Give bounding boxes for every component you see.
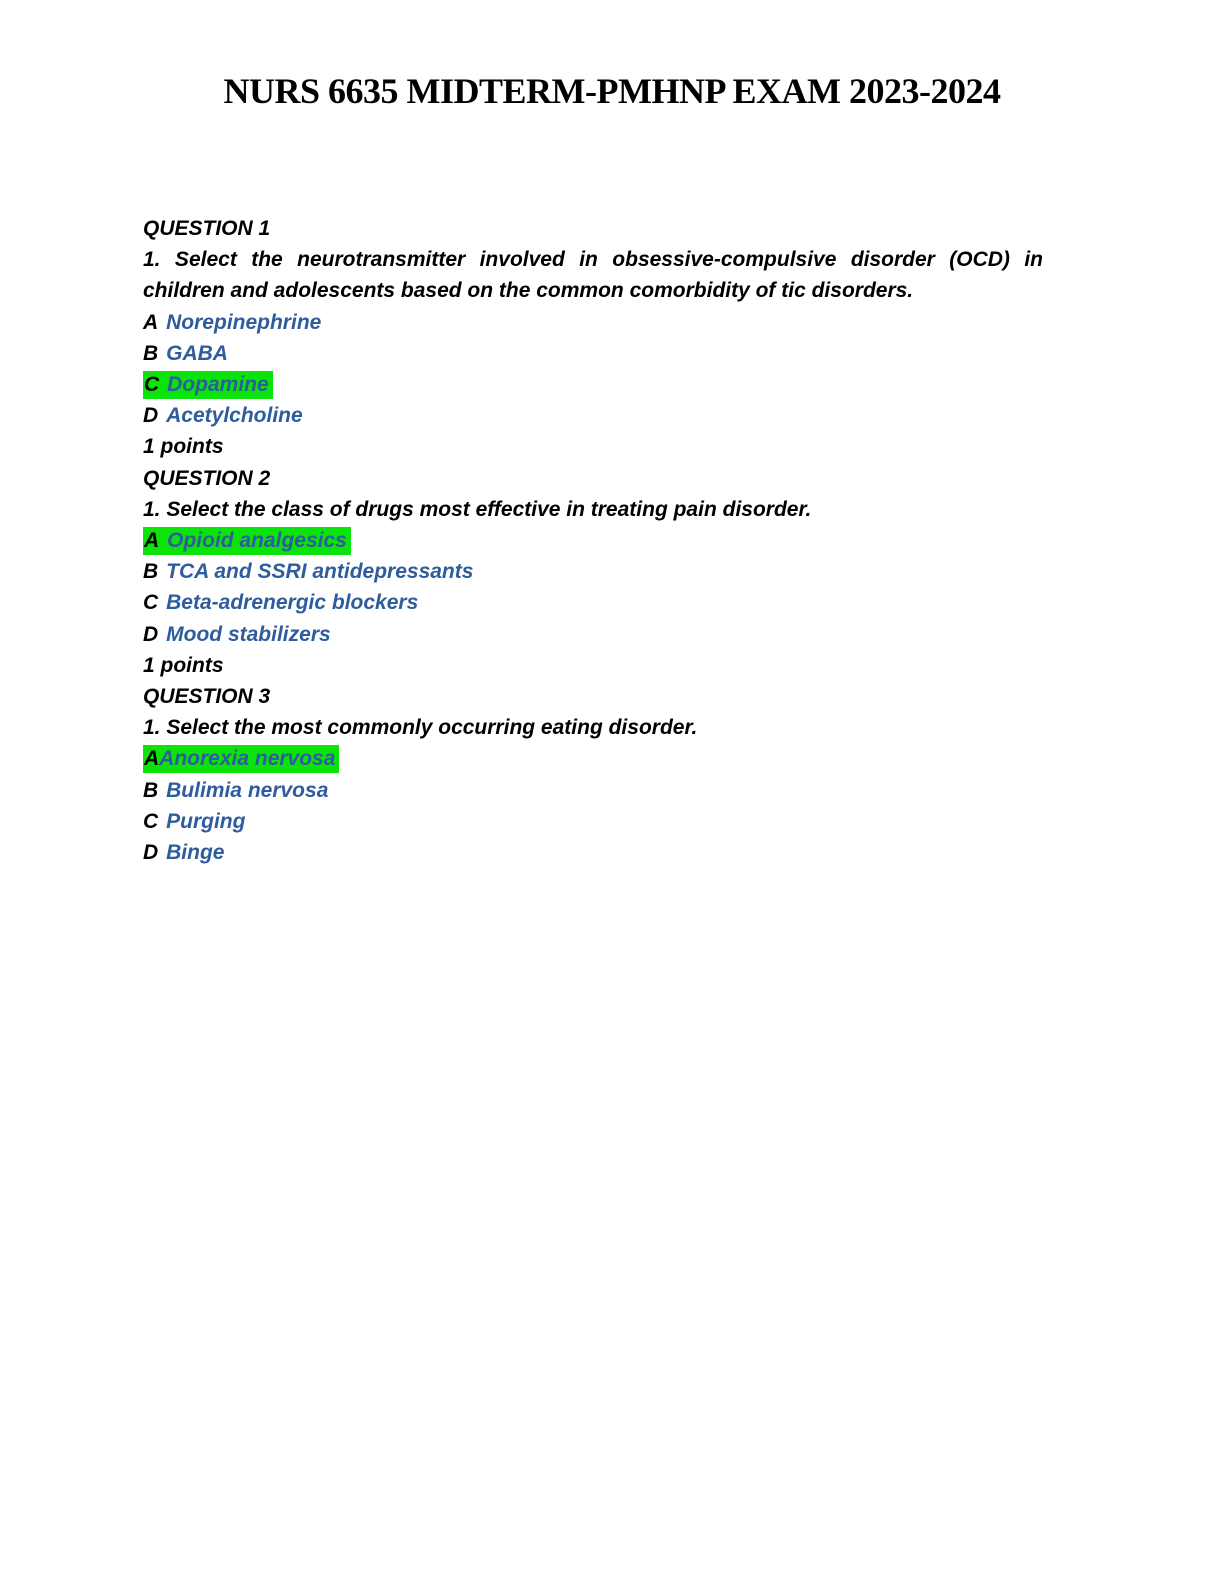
option-letter: B [143,778,159,802]
question-1-prompt-line-2: children and adolescents based on the co… [143,279,914,303]
option-letter: C [143,591,159,615]
question-3: QUESTION 3 1. Select the most commonly o… [143,681,1043,868]
question-2-prompt-line-1: 1. Select the class of drugs most effect… [143,497,812,521]
option-text: Bulimia nervosa [166,778,329,802]
question-3-prompt-line-1: 1. Select the most commonly occurring ea… [143,716,698,740]
question-3-option-b: B Bulimia nervosa [143,775,1043,806]
option-letter: B [143,341,159,365]
option-text: Anorexia nervosa [159,747,336,771]
option-text: Binge [166,841,225,865]
question-2-points: 1 points [143,653,224,677]
option-letter: D [143,841,159,865]
option-text: Acetylcholine [166,404,303,428]
option-text: GABA [166,341,228,365]
question-1-prompt-line-1: 1. Select the neurotransmitter involved … [143,248,1043,272]
option-letter: C [144,373,160,397]
question-1-option-a: A Norepinephrine [143,307,1043,338]
question-3-option-c: C Purging [143,806,1043,837]
option-letter: D [143,404,159,428]
highlighted-answer: A Opioid analgesics [143,527,351,556]
question-2-option-a-highlighted: A Opioid analgesics [143,525,1043,556]
exam-content: QUESTION 1 1. Select the neurotransmitte… [143,213,1043,868]
option-text: TCA and SSRI antidepressants [166,560,474,584]
option-text: Beta-adrenergic blockers [166,591,419,615]
question-2: QUESTION 2 1. Select the class of drugs … [143,463,1043,681]
question-1-option-c-highlighted: C Dopamine [143,369,1043,400]
question-1-option-b: B GABA [143,338,1043,369]
option-text: Purging [166,809,246,833]
option-text: Opioid analgesics [167,529,347,553]
page-title: NURS 6635 MIDTERM-PMHNP EXAM 2023-2024 [223,71,1001,111]
question-2-option-c: C Beta-adrenergic blockers [143,587,1043,618]
option-letter: A [144,747,160,771]
option-letter: A [143,310,159,334]
option-letter: C [143,809,159,833]
question-3-option-a-highlighted: AAnorexia nervosa [143,743,1043,774]
option-letter: D [143,622,159,646]
question-2-header: QUESTION 2 [143,466,271,490]
question-1-option-d: D Acetylcholine [143,400,1043,431]
option-letter: A [144,529,160,553]
question-3-option-d: D Binge [143,837,1043,868]
question-1-header: QUESTION 1 [143,217,271,240]
question-3-header: QUESTION 3 [143,685,271,709]
highlighted-answer: AAnorexia nervosa [143,745,340,774]
highlighted-answer: C Dopamine [143,371,273,400]
option-text: Norepinephrine [166,310,322,334]
question-1: QUESTION 1 1. Select the neurotransmitte… [143,213,1043,463]
option-text: Dopamine [167,373,269,397]
question-2-option-b: B TCA and SSRI antidepressants [143,556,1043,587]
question-1-points: 1 points [143,435,224,459]
option-text: Mood stabilizers [166,622,331,646]
option-letter: B [143,560,159,584]
question-2-option-d: D Mood stabilizers [143,619,1043,650]
